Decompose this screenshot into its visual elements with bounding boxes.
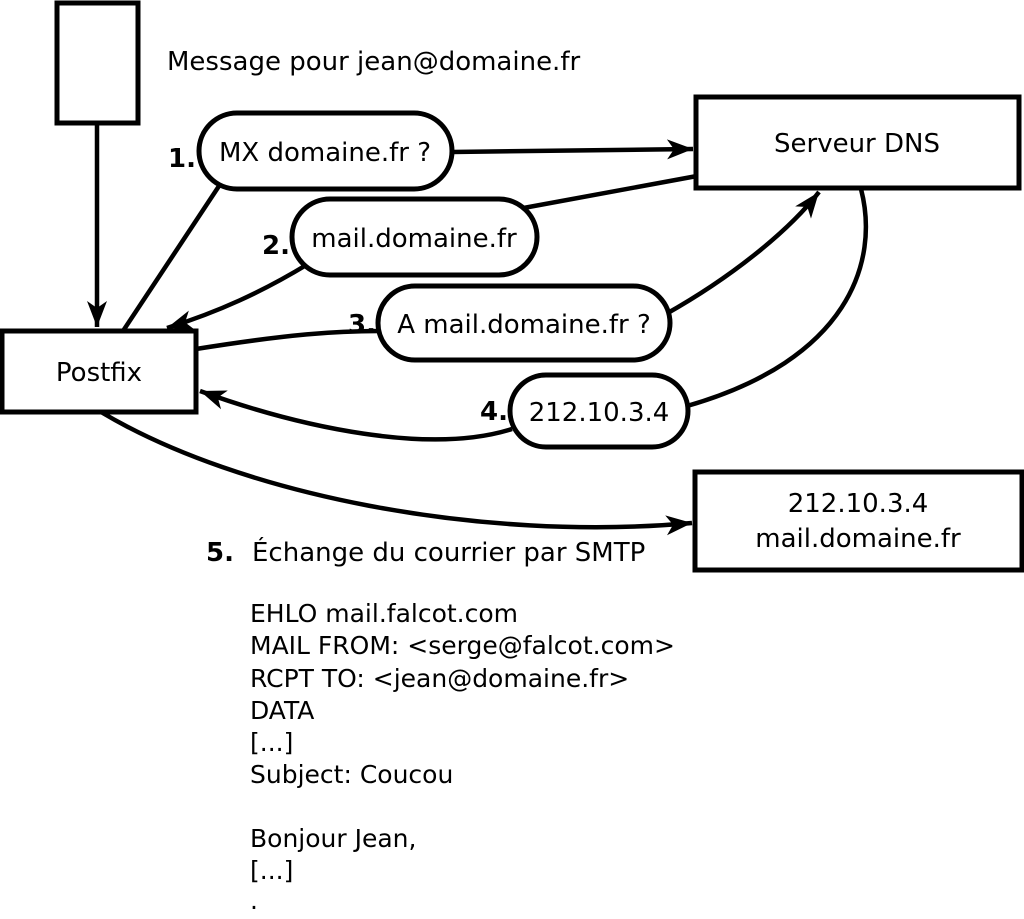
step4-label: 212.10.3.4 (529, 398, 670, 428)
smtp-line: [...] (250, 856, 293, 885)
smtp-line: Bonjour Jean, (250, 824, 416, 853)
dns-server-box (693, 94, 1022, 191)
step2-pill (289, 196, 540, 278)
line-dns-to-step2 (517, 173, 698, 212)
smtp-line: MAIL FROM: <serge@falcot.com> (250, 631, 675, 660)
smtp-line: Subject: Coucou (250, 760, 453, 789)
line-postfix-to-step1 (121, 184, 221, 333)
step1-number: 1. (168, 144, 196, 174)
step2-number: 2. (262, 231, 290, 261)
step1-pill (196, 110, 455, 192)
step5-number: 5. (206, 538, 234, 568)
postfix-box (0, 328, 199, 415)
step3-pill (375, 283, 673, 363)
dns-server-label: Serveur DNS (774, 129, 940, 159)
mail-server-box (692, 469, 1024, 573)
step1-label: MX domaine.fr ? (219, 138, 431, 168)
step4-number: 4. (480, 397, 508, 427)
mail-server-ip: 212.10.3.4 (788, 489, 929, 519)
smtp-session-block: EHLO mail.falcot.com MAIL FROM: <serge@f… (250, 599, 675, 915)
step5-label: Échange du courrier par SMTP (252, 536, 645, 568)
arrow-step4-to-postfix (199, 388, 513, 442)
mail-server-hostname: mail.domaine.fr (755, 524, 961, 554)
smtp-line: [...] (250, 728, 293, 757)
step4-pill (507, 372, 691, 450)
mail-client-box (54, 0, 141, 126)
arrow-step3-to-dns (664, 190, 821, 316)
line-dns-to-step4 (686, 188, 869, 409)
message-note: Message pour jean@domaine.fr (167, 47, 580, 77)
line-postfix-to-step3 (195, 328, 381, 352)
step3-label: A mail.domaine.fr ? (397, 310, 651, 340)
arrow-step2-to-postfix (166, 262, 310, 331)
smtp-line: EHLO mail.falcot.com (250, 599, 518, 628)
step3-number: 3. (348, 310, 376, 340)
arrow-postfix-to-mailserver (99, 410, 693, 536)
smtp-line: RCPT TO: <jean@domaine.fr> (250, 664, 629, 693)
postfix-label: Postfix (56, 358, 142, 388)
step2-label: mail.domaine.fr (311, 224, 517, 254)
arrow-step1-to-dns (451, 139, 694, 160)
smtp-line: . (250, 886, 258, 915)
smtp-line: DATA (250, 696, 314, 725)
